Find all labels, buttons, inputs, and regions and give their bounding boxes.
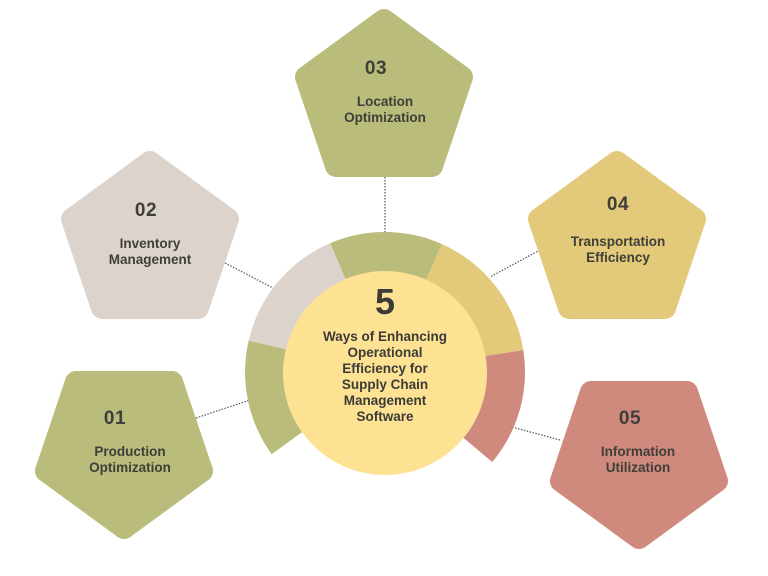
item-title: Transportation Efficiency bbox=[543, 234, 693, 266]
ring-segment-04 bbox=[423, 244, 524, 358]
item-05: 05 Information Utilization bbox=[558, 408, 718, 476]
center-title-line: Supply Chain bbox=[341, 377, 429, 392]
ring-segment-02 bbox=[248, 243, 348, 351]
ring-segment-01 bbox=[245, 340, 309, 455]
item-title: Inventory Management bbox=[75, 236, 225, 268]
center-title: Ways of Enhancing Operational Efficiency… bbox=[295, 329, 475, 425]
item-title-line: Efficiency bbox=[586, 250, 650, 265]
center-number: 5 bbox=[374, 281, 396, 322]
item-title: Information Utilization bbox=[558, 444, 718, 476]
pentagon-04 bbox=[528, 151, 706, 319]
item-title: Location Optimization bbox=[310, 94, 460, 126]
item-title-line: Location bbox=[356, 94, 414, 109]
pentagon-01 bbox=[35, 371, 213, 539]
item-title-line: Transportation bbox=[570, 234, 666, 249]
center-title-line: Efficiency for bbox=[342, 361, 428, 376]
item-title: Production Optimization bbox=[50, 444, 210, 476]
item-number: 03 bbox=[364, 58, 388, 79]
item-title-line: Optimization bbox=[344, 110, 426, 125]
pentagon-05 bbox=[550, 381, 728, 549]
item-03: 03 Location Optimization bbox=[310, 58, 460, 126]
item-title-line: Production bbox=[94, 444, 166, 459]
pentagon-03 bbox=[295, 9, 473, 177]
item-title-line: Management bbox=[108, 252, 192, 267]
item-title-line: Utilization bbox=[605, 460, 671, 475]
connector-01 bbox=[195, 399, 251, 419]
item-title-line: Inventory bbox=[119, 236, 181, 251]
ring-segment-05 bbox=[457, 350, 526, 462]
connector-05 bbox=[511, 426, 561, 441]
item-04: 04 Transportation Efficiency bbox=[543, 194, 693, 266]
pentagon-02 bbox=[61, 151, 239, 319]
item-title-line: Information bbox=[600, 444, 676, 459]
connector-lines bbox=[195, 177, 561, 441]
item-number: 04 bbox=[606, 194, 630, 215]
center-title-line: Ways of Enhancing bbox=[322, 329, 447, 344]
center-title-line: Software bbox=[356, 409, 414, 424]
progress-ring bbox=[245, 231, 526, 462]
item-number: 01 bbox=[103, 408, 127, 429]
center-title-line: Operational bbox=[347, 345, 423, 360]
ring-segment-03 bbox=[330, 231, 442, 286]
connector-02 bbox=[224, 262, 276, 290]
center-title-block: 5 Ways of Enhancing Operational Efficien… bbox=[295, 283, 475, 425]
item-number: 02 bbox=[134, 200, 158, 221]
item-01: 01 Production Optimization bbox=[50, 408, 210, 476]
center-circle bbox=[283, 271, 487, 475]
item-number: 05 bbox=[618, 408, 642, 429]
connector-04 bbox=[489, 249, 541, 278]
item-02: 02 Inventory Management bbox=[75, 200, 225, 268]
center-title-line: Management bbox=[343, 393, 427, 408]
item-title-line: Optimization bbox=[89, 460, 171, 475]
